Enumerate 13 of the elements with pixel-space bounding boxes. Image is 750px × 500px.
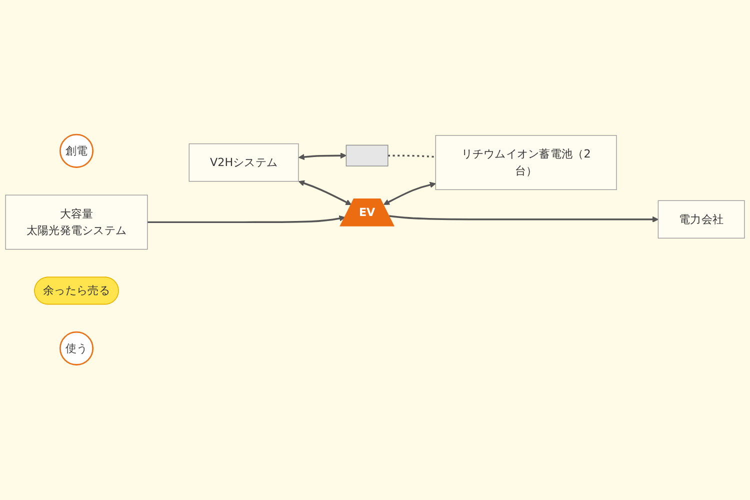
node-box [346, 145, 388, 167]
node-box: V2Hシステム [188, 144, 299, 182]
arrow [147, 216, 346, 224]
arrow [298, 152, 346, 160]
node-circle: 創電 [59, 134, 94, 168]
arrow [388, 215, 658, 223]
connector [388, 155, 436, 158]
arrow [383, 182, 436, 206]
node-box: リチウムイオン蓄電池（2台） [435, 135, 617, 190]
arrow [298, 180, 352, 206]
node-box: 電力会社 [658, 200, 745, 239]
node-box: 大容量 太陽光発電システム [5, 195, 148, 250]
node-circle: 使う [59, 332, 94, 366]
